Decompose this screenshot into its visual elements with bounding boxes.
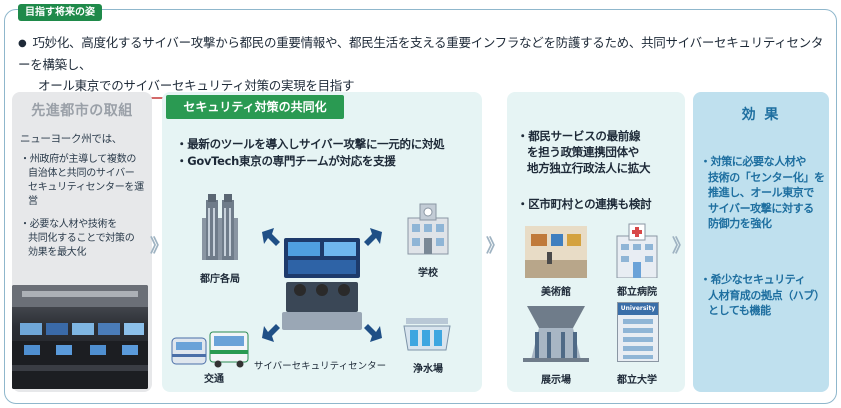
university-windows — [623, 319, 653, 359]
school-label: 学校 — [418, 268, 438, 279]
ny-bullet1: ・州政府が主導して複数の 自治体と共同のサイバー セキュリティセンターを運営 — [20, 153, 152, 209]
museum-label: 美術館 — [541, 287, 571, 298]
hospital-label: 都立病院 — [617, 287, 657, 298]
shared-security-panel: ・最新のツールを導入しサイバー攻撃に一元的に対処 ・GovTech東京の専門チー… — [162, 92, 482, 392]
ny-bullet1-line: セキュリティセンターを運営 — [28, 182, 144, 207]
ny-bullet2-line: 効果を最大化 — [28, 247, 87, 258]
expand-bullet2: ・区市町村との連携も検討 — [517, 197, 652, 211]
bullet-dot: ● — [18, 38, 27, 49]
intro-text: ●巧妙化、高度化するサイバー攻撃から都民の重要情報や、都民生活を支える重要インフ… — [18, 32, 828, 99]
exhibition-label: 展示場 — [541, 375, 571, 386]
shared-security-title: セキュリティ対策の共同化 — [166, 95, 344, 119]
effect-bullet2-line: ・希少なセキュリティ — [700, 273, 806, 286]
government-building-icon — [202, 194, 238, 260]
expand-bullet1: ・都民サービスの最前線 を担う政策連携団体や 地方独立行政法人に拡大 — [517, 128, 651, 176]
chevron-right-icon: 》 — [672, 236, 690, 257]
ny-bullet2-line: ・必要な人材や技術を — [20, 219, 117, 230]
ny-bullet1-line: 自治体と共同のサイバー — [28, 168, 135, 179]
expand-bullet1-line: を担う政策連携団体や — [527, 145, 639, 159]
center-label: サイバーセキュリティセンター — [253, 361, 387, 372]
water-plant-icon — [403, 318, 451, 351]
exhibition-hall-icon — [523, 306, 589, 362]
header-tab: 目指す将来の姿 — [18, 4, 102, 21]
ny-intro: ニューヨーク州では、 — [20, 133, 122, 145]
university-icon: University — [617, 302, 659, 362]
university-label: 都立大学 — [617, 375, 657, 386]
effect-bullet2-line: 人材育成の拠点（ハブ） — [708, 288, 825, 302]
expand-bullet1-line: ・都民サービスの最前線 — [517, 129, 641, 143]
museum-icon — [525, 226, 587, 278]
shared-bullet2: ・GovTech東京の専門チームが対応を支援 — [176, 154, 396, 168]
effects-heading: 効 果 — [741, 107, 781, 123]
effect-bullet2: ・希少なセキュリティ 人材育成の拠点（ハブ） としても機能 — [700, 272, 825, 319]
effects-panel: 効 果 ・対策に必要な人材や 技術の「センター化」を 推進し、オール東京で サイ… — [693, 92, 829, 392]
hospital-icon — [616, 223, 658, 278]
control-room-photo — [12, 285, 148, 389]
expand-bullet1-line: 地方独立行政法人に拡大 — [527, 161, 651, 175]
advanced-city-heading: 先進都市の取組 — [31, 103, 133, 119]
shared-bullet1: ・最新のツールを導入しサイバー攻撃に一元的に対処 — [176, 137, 445, 151]
effect-bullet1-line: 推進し、オール東京で — [708, 186, 814, 199]
effect-bullet1-line: サイバー攻撃に対する — [708, 201, 814, 215]
water-label: 浄水場 — [413, 364, 443, 375]
gov-label: 都庁各局 — [200, 274, 240, 285]
security-center-icon — [262, 228, 382, 342]
transport-icon — [171, 331, 249, 368]
chevron-right-icon: 》 — [486, 236, 504, 257]
effect-bullet1-line: 防御力を強化 — [708, 217, 772, 230]
effect-bullet1-line: ・対策に必要な人材や — [700, 155, 806, 168]
ny-bullet2-line: 共同化することで対策の — [28, 233, 135, 244]
effect-bullet1-line: 技術の「センター化」を — [708, 170, 825, 184]
ny-bullet2: ・必要な人材や技術を 共同化することで対策の 効果を最大化 — [20, 218, 135, 260]
expansion-panel: ・都民サービスの最前線 を担う政策連携団体や 地方独立行政法人に拡大 ・区市町村… — [507, 92, 685, 392]
ny-bullet1-line: ・州政府が主導して複数の — [20, 154, 137, 165]
intro-line1: 巧妙化、高度化するサイバー攻撃から都民の重要情報や、都民生活を支える重要インフラ… — [18, 35, 824, 72]
school-icon — [407, 203, 449, 255]
effect-bullet2-line: としても機能 — [708, 304, 771, 317]
university-sign: University — [618, 303, 658, 315]
transport-label: 交通 — [204, 374, 224, 385]
effect-bullet1: ・対策に必要な人材や 技術の「センター化」を 推進し、オール東京で サイバー攻撃… — [700, 154, 825, 232]
